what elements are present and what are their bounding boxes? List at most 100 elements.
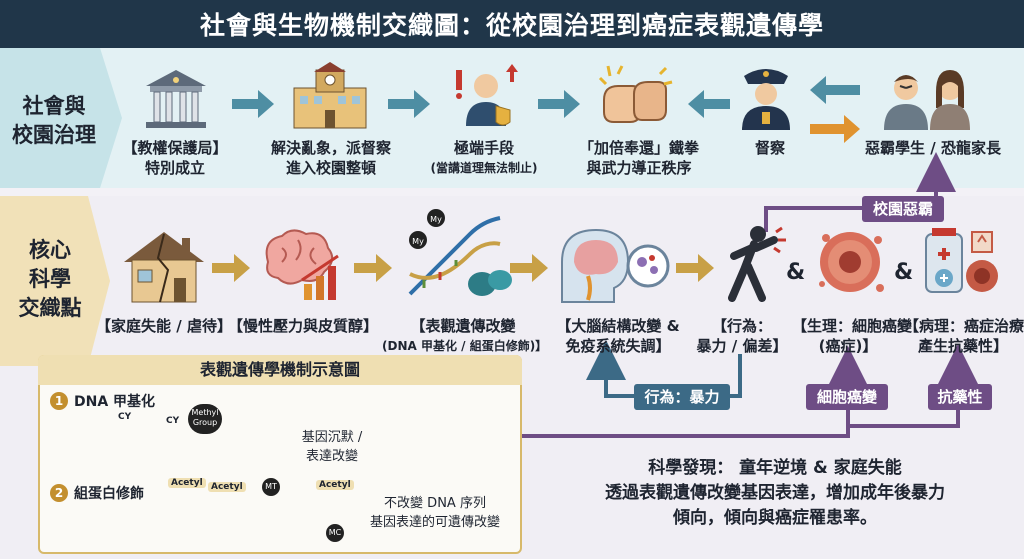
svg-text:My: My xyxy=(430,215,442,224)
middle-row-label: 核心 科學 交織點 xyxy=(10,236,90,323)
top-row-label-line1: 社會與 xyxy=(22,94,86,118)
mid-item-7-line1: 【病理：癌症治療 xyxy=(904,317,1024,335)
mid-item-3-label: 【表觀遺傳改變 (DNA 甲基化 / 組蛋白修飾)】 xyxy=(382,316,548,356)
mid-item-6-line2: (癌症)】 xyxy=(818,337,878,355)
top-item-1-line1: 【教權保護局】 xyxy=(122,139,228,157)
top-item-2-line2: 進入校園整頓 xyxy=(285,159,376,177)
top-band-label-bg xyxy=(0,48,122,188)
tag-methyl-group: Methyl Group xyxy=(188,404,222,434)
cancer-cell-icon xyxy=(819,232,884,292)
top-item-1-label: 【教權保護局】 特別成立 xyxy=(112,138,238,178)
school-building-icon xyxy=(293,62,367,129)
mid-item-6-line1: 【生理：細胞癌變 xyxy=(792,317,913,335)
tag-cy-2: CY xyxy=(166,416,180,426)
step1-result-line2: 表達改變 xyxy=(305,449,358,464)
top-arrow-6-right xyxy=(810,115,860,143)
mid-item-2-line1: 【慢性壓力與皮質醇】 xyxy=(228,317,379,335)
top-row-label: 社會與 校園治理 xyxy=(8,92,100,150)
police-officer-icon xyxy=(742,69,790,130)
mid-arrow-2 xyxy=(354,254,392,282)
pill-drug-resistance: 抗藥性 xyxy=(928,384,992,410)
conclusion-line2: 透過表觀遺傳改變基因表達，增加成年後暴力 xyxy=(605,483,945,503)
top-arrow-1 xyxy=(232,90,274,118)
top-arrow-5-left xyxy=(810,76,860,104)
top-row-label-line2: 校園治理 xyxy=(12,123,96,147)
step1-result-line1: 基因沉默 / xyxy=(301,430,363,445)
mid-arrow-4 xyxy=(676,254,714,282)
top-arrow-4-left xyxy=(688,90,730,118)
dna-methyl-icon: My My xyxy=(408,209,512,296)
top-arrow-3 xyxy=(538,90,580,118)
middle-row-label-line3: 交織點 xyxy=(18,296,82,320)
tag-acetyl-1: Acetyl xyxy=(168,478,206,488)
broken-house-icon xyxy=(124,232,204,303)
mid-item-4-label: 【大腦結構改變 & 免疫系統失調】 xyxy=(548,316,688,356)
mid-item-6-label: 【生理：細胞癌變 (癌症)】 xyxy=(792,316,913,356)
official-warning-icon xyxy=(456,64,518,126)
mid-item-5-line2: 暴力 / 偏差】 xyxy=(696,337,788,355)
top-item-3-line1: 極端手段 xyxy=(453,139,514,157)
angry-people-icon xyxy=(884,70,970,130)
top-item-5-label: 督察 xyxy=(730,138,810,158)
top-item-5-line1: 督察 xyxy=(754,139,785,157)
top-item-6-label: 惡霸學生 / 恐龍家長 xyxy=(848,138,1018,158)
top-item-3-line2: (當講道理無法制止) xyxy=(430,161,538,175)
brain-scan-icon xyxy=(561,228,670,303)
mid-item-7-line2: 產生抗藥性】 xyxy=(917,337,1008,355)
tag-acetyl-2: Acetyl xyxy=(208,482,246,492)
mid-item-2-label: 【慢性壓力與皮質醇】 xyxy=(228,316,379,336)
page-title: 社會與生物機制交織圖：從校園治理到癌症表觀遺傳學 xyxy=(0,0,1024,48)
pill-cell-cancer: 細胞癌變 xyxy=(806,384,888,410)
mid-arrow-1 xyxy=(212,254,250,282)
conclusion-line1: 科學發現： 童年逆境 & 家庭失能 xyxy=(648,458,902,478)
fist-icon xyxy=(598,65,673,123)
step1-number: 1 xyxy=(50,392,68,410)
government-building-icon xyxy=(146,70,206,128)
top-item-4-label: 「加倍奉還」鐵拳 與武力導正秩序 xyxy=(564,138,714,178)
mid-item-1-label: 【家庭失能 / 虐待】 xyxy=(96,316,232,336)
conclusion-line3: 傾向，傾向與癌症罹患率。 xyxy=(673,508,877,528)
mid-item-5-label: 【行為： 暴力 / 偏差】 xyxy=(694,316,790,356)
tag-mc: MC xyxy=(326,524,344,542)
middle-row-label-line1: 核心 xyxy=(29,238,71,262)
top-arrow-2 xyxy=(388,90,430,118)
drug-resistance-icon xyxy=(925,228,998,293)
svg-text:My: My xyxy=(412,237,424,246)
mid-item-7-label: 【病理：癌症治療 產生抗藥性】 xyxy=(904,316,1024,356)
top-item-1-line2: 特別成立 xyxy=(144,159,205,177)
top-item-2-line1: 解決亂象，派督察 xyxy=(270,139,391,157)
tag-acetyl-3: Acetyl xyxy=(316,480,354,490)
mid-item-3-line1: 【表觀遺傳改變 xyxy=(410,317,516,335)
connector-violence-to-bully xyxy=(764,152,956,232)
ampersand-1: & xyxy=(786,260,806,285)
step2-number: 2 xyxy=(50,484,68,502)
mechanism-title: 表觀遺傳學機制示意圖 xyxy=(38,355,522,385)
step2-result-line2: 基因表達的可遺傳改變 xyxy=(369,515,500,530)
middle-band-label-bg xyxy=(0,196,110,366)
mid-arrow-3 xyxy=(510,254,548,282)
mid-item-4-line1: 【大腦結構改變 & xyxy=(556,317,680,335)
top-item-3-label: 極端手段 (當講道理無法制止) xyxy=(414,138,554,178)
pill-behavior-violence: 行為：暴力 xyxy=(634,384,730,410)
mid-item-5-line1: 【行為： xyxy=(711,317,772,335)
mid-item-1-line1: 【家庭失能 / 虐待】 xyxy=(96,317,232,335)
mechanism-panel xyxy=(38,355,522,554)
mid-item-3-line2: (DNA 甲基化 / 組蛋白修飾)】 xyxy=(382,339,548,353)
step2-result: 不改變 DNA 序列 基因表達的可遺傳改變 xyxy=(360,494,510,532)
top-item-4-line2: 與武力導正秩序 xyxy=(586,159,692,177)
middle-row-label-line2: 科學 xyxy=(29,267,71,291)
tag-cy-1: CY xyxy=(118,412,132,422)
top-item-2-label: 解決亂象，派督察 進入校園整頓 xyxy=(258,138,404,178)
top-item-4-line1: 「加倍奉還」鐵拳 xyxy=(578,139,699,157)
step1-result: 基因沉默 / 表達改變 xyxy=(282,428,382,466)
step1-label: DNA 甲基化 xyxy=(74,394,156,410)
step2-label: 組蛋白修飾 xyxy=(74,486,144,502)
violent-figure-icon xyxy=(728,226,786,302)
title-text: 社會與生物機制交織圖：從校園治理到癌症表觀遺傳學 xyxy=(199,11,824,40)
tag-mt: MT xyxy=(262,478,280,496)
step2-result-line1: 不改變 DNA 序列 xyxy=(384,496,486,511)
pill-campus-bully: 校園惡霸 xyxy=(862,196,944,222)
brain-stress-icon xyxy=(265,229,339,300)
ampersand-2: & xyxy=(894,260,914,285)
